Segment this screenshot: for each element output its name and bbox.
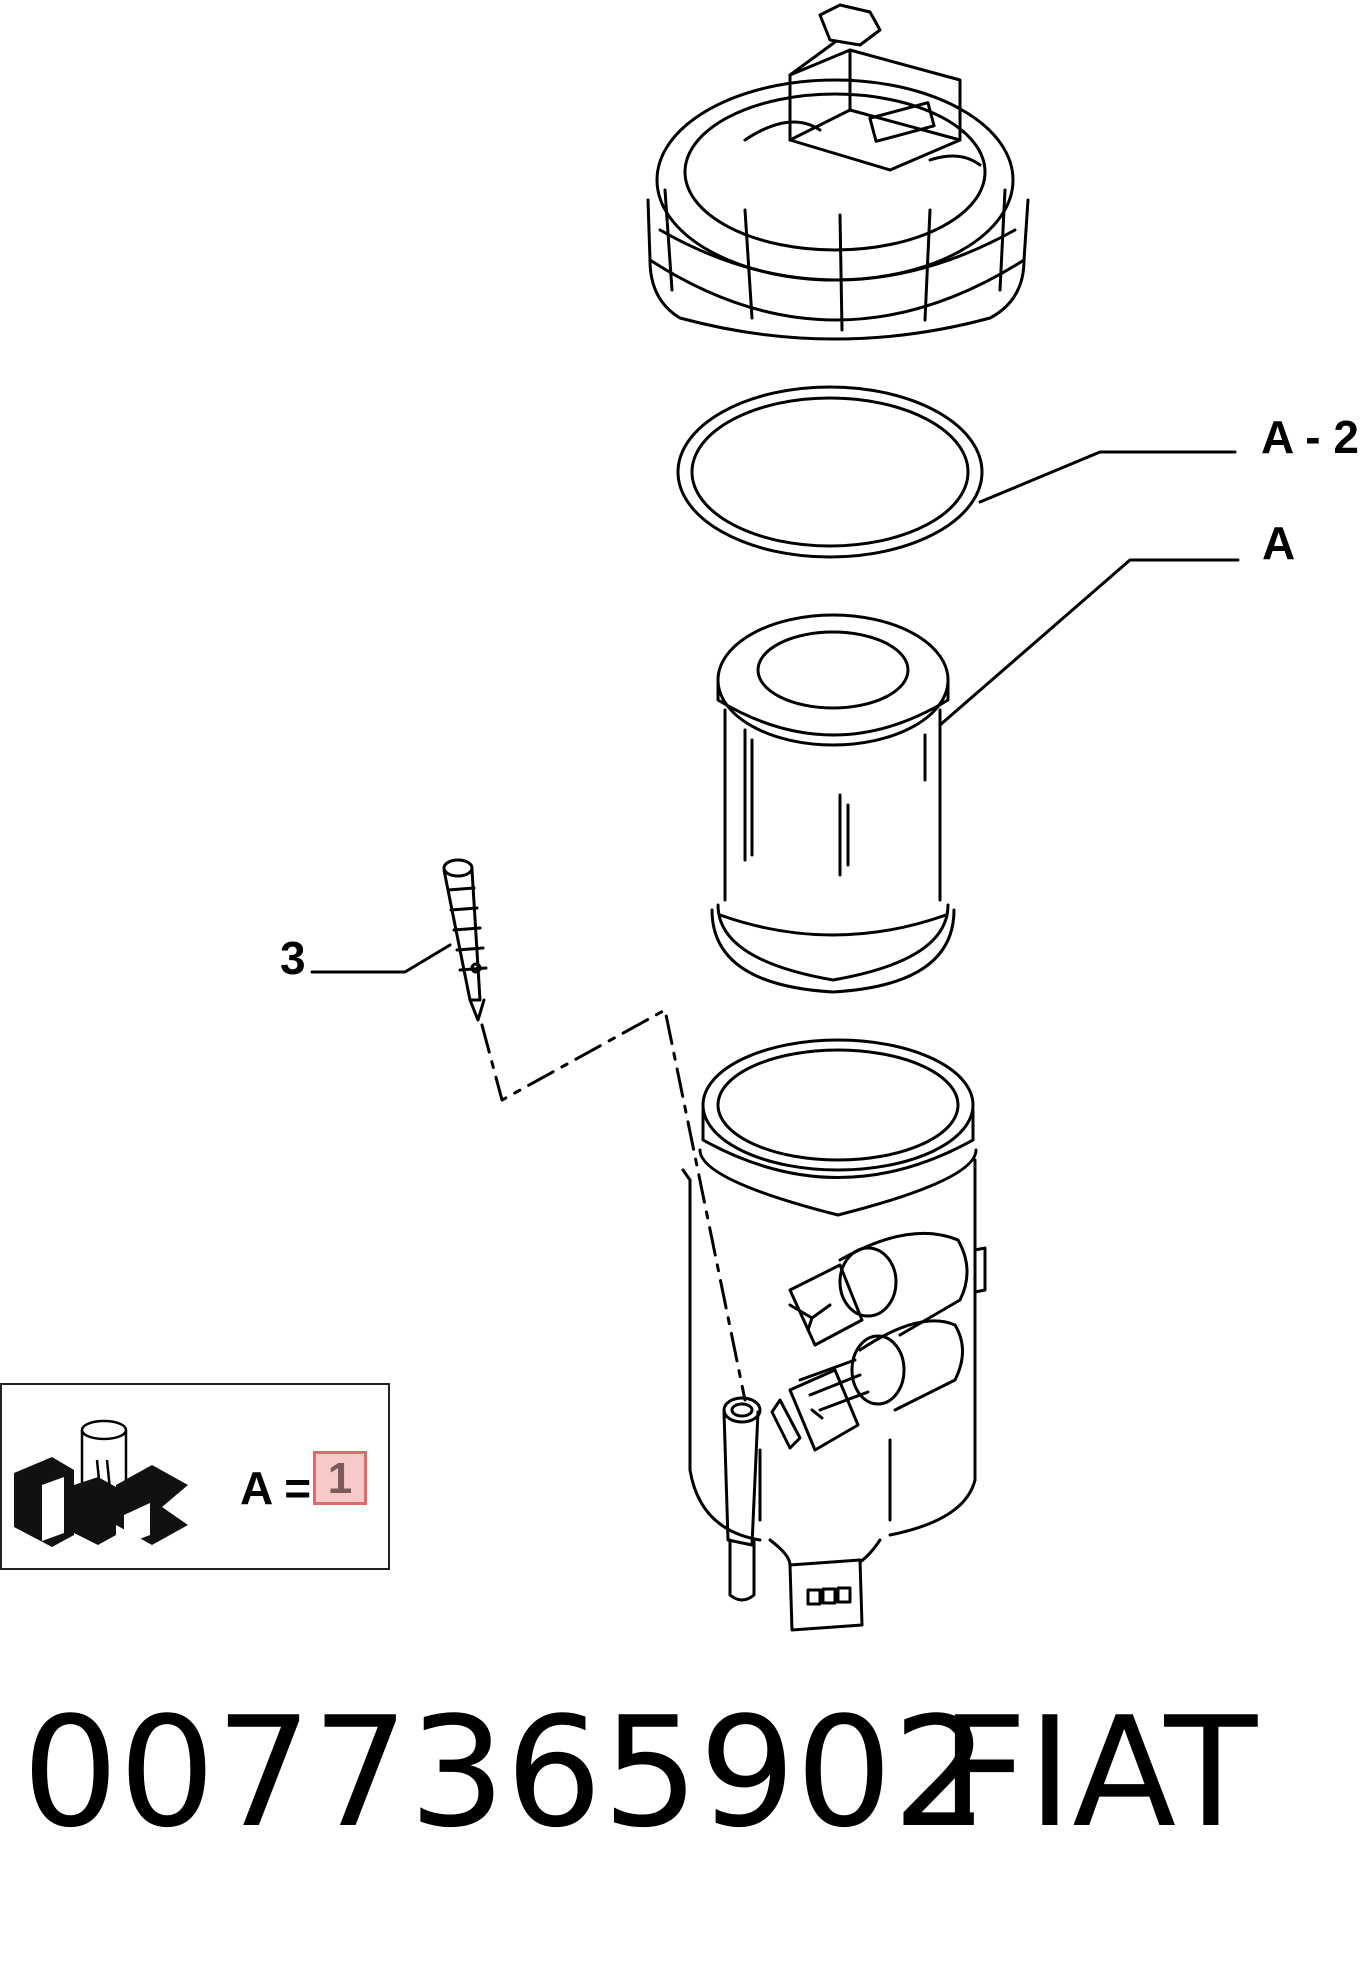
filter-cover-cap [646,3,1030,341]
filter-cartridge [710,613,956,994]
leader-line-filter [938,558,1240,727]
quantity-legend-box: A = 1 [0,1383,390,1570]
callout-label-filter: A [1262,517,1296,569]
callout-label-screw: 3 [280,932,306,984]
brand-name: FIAT [940,1684,1258,1861]
filter-housing [681,1038,987,1632]
seal-ring [676,385,984,559]
fiat-parts-logo-icon [14,1419,188,1547]
callout-label-seal: A - 2 [1261,411,1359,463]
legend-equation: A = [240,1462,312,1514]
screw [442,858,488,1022]
leader-line-screw [310,943,452,974]
part-number: 0077365902 [22,1684,990,1861]
leader-line-seal [978,450,1237,504]
legend-quantity-badge: 1 [313,1451,367,1505]
assembly-dash-line [480,1008,747,1402]
